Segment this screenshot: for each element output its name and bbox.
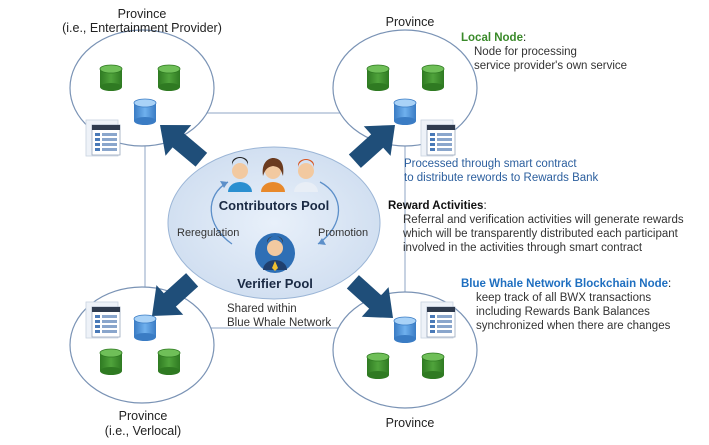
local-node-icon bbox=[133, 98, 157, 126]
ledger-document-icon bbox=[85, 301, 121, 339]
province-circle-top-right bbox=[332, 29, 478, 147]
local-node-note-line-1: Node for processing bbox=[474, 46, 577, 58]
local-node-icon bbox=[393, 316, 417, 344]
ledger-document-icon bbox=[420, 301, 456, 339]
province-bottom-right-title: Province bbox=[385, 416, 435, 430]
province-top-left-subtitle: (i.e., Entertainment Provider) bbox=[62, 21, 222, 35]
reward-activities-line-2: which will be transparently distributed … bbox=[403, 228, 678, 240]
promotion-arrow bbox=[317, 181, 340, 245]
database-icon bbox=[421, 64, 445, 92]
database-icon bbox=[99, 348, 123, 376]
ledger-document-icon bbox=[420, 119, 456, 157]
contributors-pool-label: Contributors Pool bbox=[218, 198, 330, 213]
blockchain-node-line-3: synchronized when there are changes bbox=[476, 320, 671, 332]
contributor-person-icon-1 bbox=[228, 157, 252, 192]
blockchain-node-heading: Blue Whale Network Blockchain Node: bbox=[461, 278, 672, 290]
province-top-right-title: Province bbox=[385, 15, 435, 29]
ledger-document-icon bbox=[85, 119, 121, 157]
local-node-icon bbox=[393, 98, 417, 126]
reward-activities-line-3: involved in the activities through smart… bbox=[403, 242, 643, 254]
verifier-person-icon bbox=[255, 233, 295, 273]
promotion-label: Promotion bbox=[318, 227, 369, 239]
cycle-arrows bbox=[210, 181, 340, 245]
province-circle-top-left bbox=[69, 29, 215, 147]
verifier-pool-label: Verifier Pool bbox=[237, 276, 313, 291]
shared-note-line-1: Shared within bbox=[227, 303, 297, 315]
database-icon bbox=[157, 348, 181, 376]
shared-note-line-2: Blue Whale Network bbox=[227, 317, 332, 329]
central-pool-ellipse bbox=[167, 146, 381, 300]
contributor-person-icon-3 bbox=[294, 159, 318, 192]
contributor-person-icon-2 bbox=[261, 158, 285, 192]
blockchain-node-line-2: including Rewards Bank Balances bbox=[476, 306, 650, 318]
database-icon bbox=[421, 352, 445, 380]
smart-contract-note-line-2: to distribute rewords to Rewards Bank bbox=[404, 172, 599, 184]
province-top-left-title: Province bbox=[117, 7, 167, 21]
database-icon bbox=[157, 64, 181, 92]
local-node-note-heading: Local Node: bbox=[461, 32, 527, 44]
reward-activities-heading: Reward Activities: bbox=[388, 200, 487, 212]
province-bottom-left-subtitle: (i.e., Verlocal) bbox=[104, 424, 182, 438]
database-icon bbox=[366, 64, 390, 92]
database-icon bbox=[99, 64, 123, 92]
smart-contract-note-line-1: Processed through smart contract bbox=[404, 158, 577, 170]
reward-activities-line-1: Referral and verification activities wil… bbox=[403, 214, 684, 226]
reregulation-arrow bbox=[210, 181, 233, 245]
reregulation-label: Reregulation bbox=[177, 227, 240, 239]
blockchain-node-line-1: keep track of all BWX transactions bbox=[476, 292, 652, 304]
local-node-note-line-2: service provider's own service bbox=[474, 60, 628, 72]
database-icon bbox=[366, 352, 390, 380]
province-bottom-left-title: Province bbox=[118, 409, 168, 423]
local-node-icon bbox=[133, 314, 157, 342]
